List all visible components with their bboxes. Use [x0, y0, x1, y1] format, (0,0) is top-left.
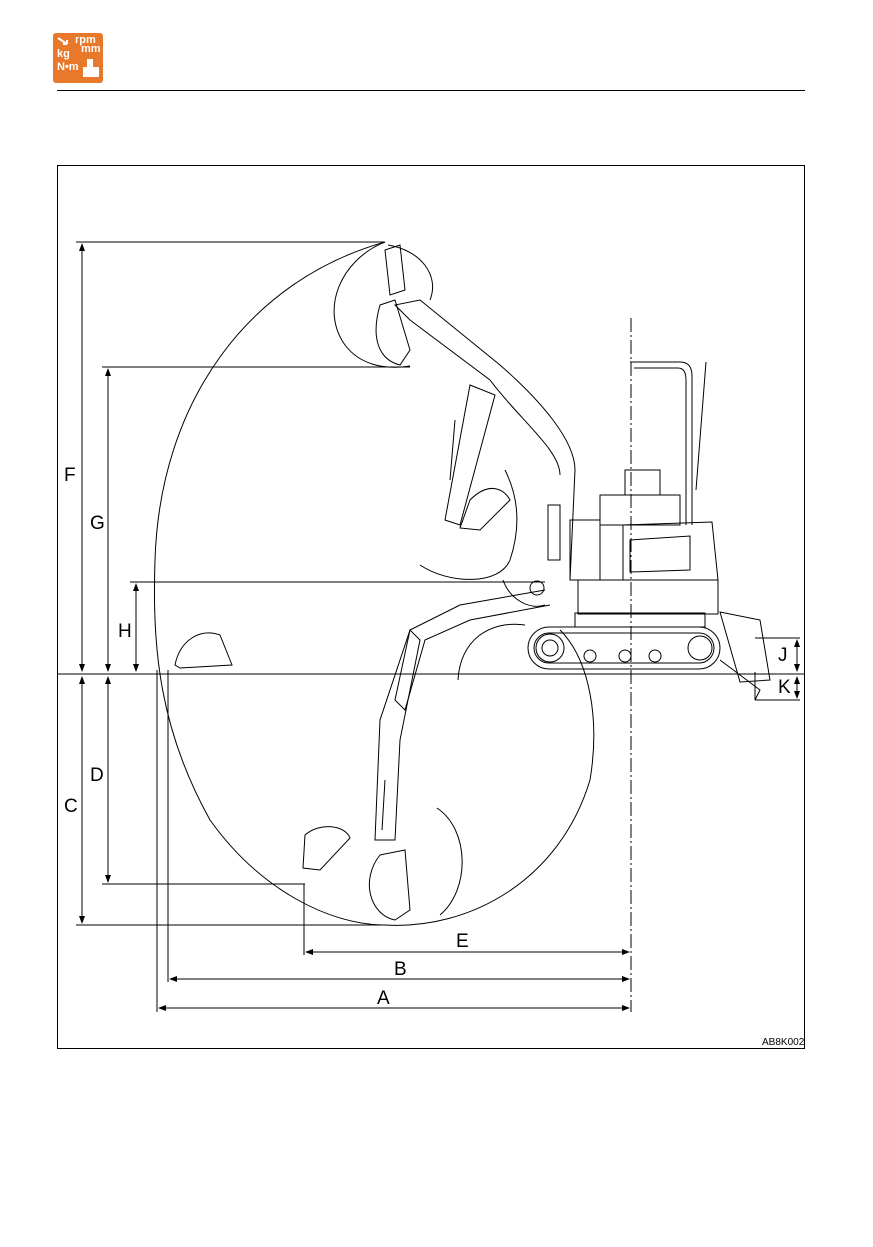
- arm-cylinder-lowered: [382, 780, 385, 830]
- label-k: K: [778, 677, 791, 698]
- label-j: J: [778, 645, 788, 666]
- bucket-top-1: [376, 300, 410, 365]
- drive-sprocket-hub: [542, 640, 558, 656]
- bucket-ground: [175, 633, 232, 668]
- mid-arc-link: [503, 580, 545, 606]
- hood-window: [630, 536, 690, 572]
- seat-base: [600, 495, 680, 525]
- inner-arc: [458, 624, 525, 680]
- rops-bar: [630, 362, 692, 525]
- dozer-blade-lowered: [720, 660, 760, 700]
- track-inner: [534, 633, 714, 663]
- undercarriage-frame: [575, 613, 705, 627]
- lower-bucket-arc: [437, 808, 462, 915]
- figure-code: AB8K002: [762, 1037, 805, 1048]
- bucket-top-2: [385, 245, 405, 295]
- label-a: A: [377, 988, 390, 1009]
- bucket-lowered-2: [303, 827, 350, 870]
- mid-bucket-arc: [420, 470, 517, 579]
- arm-lowered: [375, 630, 420, 840]
- bucket-mid: [460, 488, 510, 530]
- label-c: C: [64, 796, 78, 817]
- bucket-lowered: [369, 850, 410, 920]
- label-e: E: [456, 931, 469, 952]
- label-g: G: [90, 513, 105, 534]
- label-d: D: [90, 765, 104, 786]
- idler: [688, 636, 712, 660]
- seat: [625, 470, 660, 495]
- boom-cylinder-raised: [548, 505, 560, 560]
- drive-sprocket: [536, 634, 564, 662]
- label-h: H: [118, 621, 132, 642]
- label-b: B: [394, 959, 407, 980]
- outer-reach-envelope: [154, 242, 385, 925]
- control-lever: [696, 362, 706, 490]
- swing-bracket: [570, 520, 600, 580]
- label-f: F: [64, 465, 76, 486]
- dozer-blade: [720, 612, 770, 682]
- upper-body: [578, 580, 718, 614]
- upper-bucket-arc-2: [388, 245, 433, 300]
